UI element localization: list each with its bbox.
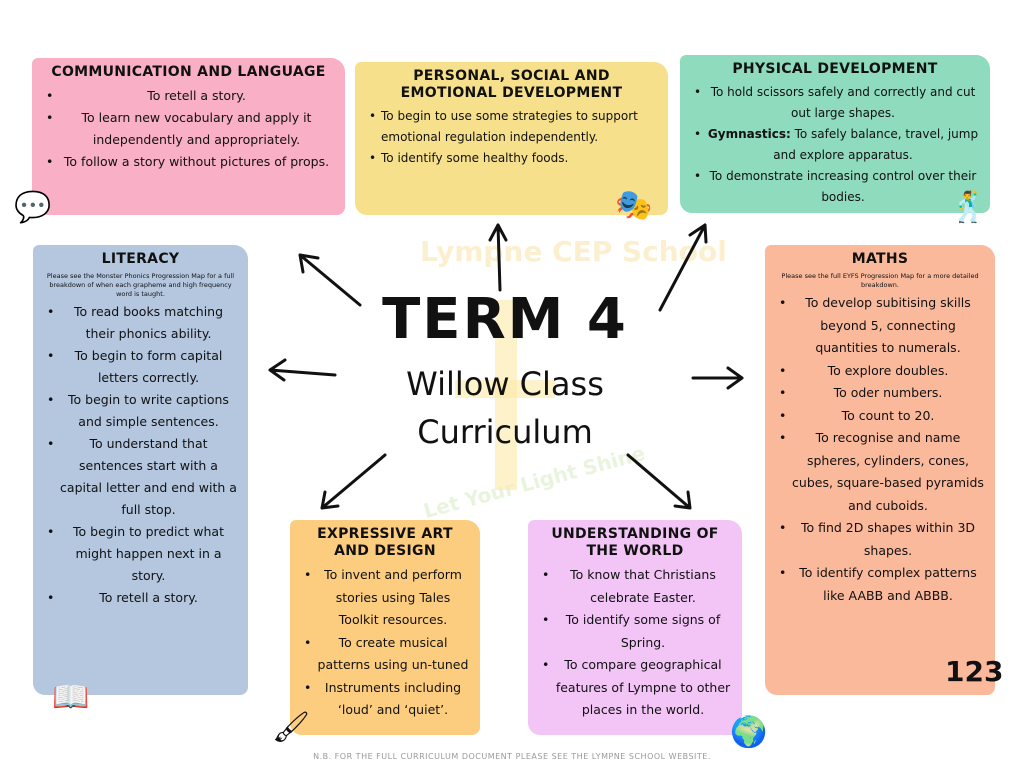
- list-item: To identify complex patterns like AABB a…: [775, 562, 985, 607]
- arrow-to-physical: [658, 223, 708, 312]
- list-item: To begin to use some strategies to suppo…: [365, 106, 658, 148]
- arrow-to-literacy: [268, 358, 337, 382]
- list-item: To identify some signs of Spring.: [538, 609, 732, 654]
- numbers-icon: 123: [945, 655, 1004, 688]
- list-item: To invent and perform stories using Tale…: [300, 564, 470, 632]
- list-item: To retell a story.: [42, 85, 335, 107]
- expressive-art-panel: EXPRESSIVE ART AND DESIGN To invent and …: [290, 520, 480, 735]
- arrow-to-world: [626, 453, 692, 510]
- understanding-world-panel: UNDERSTANDING OF THE WORLD To know that …: [528, 520, 742, 735]
- emotion-faces-icon: 🎭: [615, 188, 653, 223]
- list-item: To hold scissors safely and correctly an…: [690, 82, 980, 124]
- list-item: To recognise and name spheres, cylinders…: [775, 427, 985, 517]
- center-title: TERM 4 Willow Class Curriculum: [370, 280, 640, 456]
- list-item: To count to 20.: [775, 405, 985, 428]
- list-item: To read books matching their phonics abi…: [43, 301, 238, 345]
- panel-title: LITERACY: [101, 251, 180, 267]
- speech-bubbles-icon: 💬: [14, 190, 52, 225]
- panel-title: PERSONAL, SOCIAL AND EMOTIONAL DEVELOPME…: [400, 68, 623, 101]
- panel-title: PHYSICAL DEVELOPMENT: [732, 61, 938, 77]
- list-item: To retell a story.: [43, 587, 238, 609]
- dancing-person-icon: 🕺: [950, 190, 988, 225]
- list-item: To create musical patterns using un-tune…: [300, 632, 470, 677]
- class-name: Willow Class: [406, 365, 604, 403]
- globe-icon: 🌍: [730, 715, 768, 750]
- reading-person-icon: 📖: [52, 680, 90, 715]
- panel-title: MATHS: [851, 251, 909, 267]
- list-item: To follow a story without pictures of pr…: [42, 151, 335, 173]
- literacy-panel: LITERACY Please see the Monster Phonics …: [33, 245, 248, 695]
- arrow-to-expressive: [320, 453, 387, 510]
- panel-title: EXPRESSIVE ART AND DESIGN: [317, 526, 453, 559]
- list-item: To understand that sentences start with …: [43, 433, 238, 521]
- panel-title: UNDERSTANDING OF THE WORLD: [551, 526, 719, 559]
- list-item: To know that Christians celebrate Easter…: [538, 564, 732, 609]
- list-item: To find 2D shapes within 3D shapes.: [775, 517, 985, 562]
- list-item: To compare geographical features of Lymp…: [538, 654, 732, 722]
- list-item: To explore doubles.: [775, 360, 985, 383]
- psed-panel: PERSONAL, SOCIAL AND EMOTIONAL DEVELOPME…: [355, 62, 668, 215]
- paintbrush-icon: 🖌: [272, 710, 311, 745]
- list-item: To oder numbers.: [775, 382, 985, 405]
- panel-title: COMMUNICATION AND LANGUAGE: [51, 64, 326, 80]
- panel-note: Please see the Monster Phonics Progressi…: [46, 272, 235, 298]
- list-item: To begin to predict what might happen ne…: [43, 521, 238, 587]
- arrow-to-maths: [691, 366, 744, 390]
- list-item: To learn new vocabulary and apply it ind…: [42, 107, 335, 151]
- arrow-to-literacy-top: [298, 253, 362, 307]
- logo-cross-bar: [455, 380, 555, 398]
- list-item: Gymnastics: To safely balance, travel, j…: [690, 124, 980, 166]
- list-item: To begin to form capital letters correct…: [43, 345, 238, 389]
- arrow-to-psed: [488, 223, 508, 292]
- panel-note: Please see the full EYFS Progression Map…: [781, 272, 979, 289]
- footer-note: N.B. FOR THE FULL CURRICULUM DOCUMENT PL…: [313, 752, 711, 761]
- list-item: To identify some healthy foods.: [365, 148, 658, 169]
- physical-development-panel: PHYSICAL DEVELOPMENT To hold scissors sa…: [680, 55, 990, 213]
- list-item: To develop subitising skills beyond 5, c…: [775, 292, 985, 360]
- list-item: To begin to write captions and simple se…: [43, 389, 238, 433]
- maths-panel: MATHS Please see the full EYFS Progressi…: [765, 245, 995, 695]
- communication-language-panel: COMMUNICATION AND LANGUAGE To retell a s…: [32, 58, 345, 215]
- list-item: To demonstrate increasing control over t…: [690, 166, 980, 208]
- logo-watermark-text: Lympne CEP School: [420, 235, 727, 268]
- list-item: Instruments including ‘loud’ and ‘quiet’…: [300, 677, 470, 722]
- curriculum-label: Curriculum: [417, 413, 593, 451]
- term-title: TERM 4: [382, 287, 628, 352]
